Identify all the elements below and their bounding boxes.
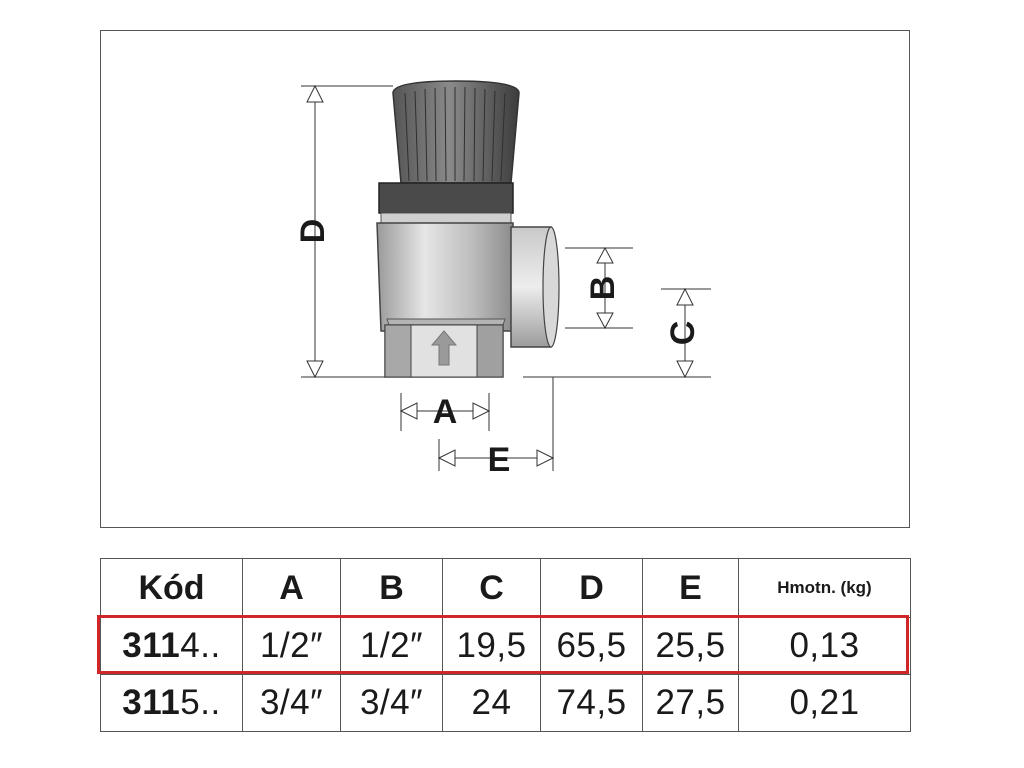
cell-weight: 0,21 xyxy=(738,674,911,732)
hex-nut xyxy=(384,324,504,378)
table-row: 3114.. 1/2″ 1/2″ 19,5 65,5 25,5 0,13 xyxy=(100,617,911,675)
cell-a: 1/2″ xyxy=(242,617,341,675)
table-header-row: Kód A B C D E Hmotn. (kg) xyxy=(100,558,911,618)
header-e: E xyxy=(642,558,739,618)
dimension-label-c: C xyxy=(664,321,702,346)
dimension-label-b: B xyxy=(584,276,622,301)
header-d: D xyxy=(540,558,643,618)
cell-e: 27,5 xyxy=(642,674,739,732)
valve-cap xyxy=(378,80,520,224)
dimension-label-e: E xyxy=(488,441,511,479)
header-weight: Hmotn. (kg) xyxy=(738,558,911,618)
code-prefix: 311 xyxy=(122,626,181,665)
cell-d: 74,5 xyxy=(540,674,643,732)
dimension-label-a: A xyxy=(433,393,458,431)
header-a: A xyxy=(242,558,341,618)
code-suffix: 5.. xyxy=(180,683,221,722)
cell-weight: 0,13 xyxy=(738,617,911,675)
cell-e: 25,5 xyxy=(642,617,739,675)
header-code: Kód xyxy=(100,558,243,618)
dimension-lines xyxy=(301,84,711,471)
cell-d: 65,5 xyxy=(540,617,643,675)
code-suffix: 4.. xyxy=(180,626,221,665)
cell-b: 1/2″ xyxy=(340,617,443,675)
technical-drawing: D B C A E xyxy=(100,30,910,528)
flow-arrow-icon xyxy=(430,330,458,366)
table-row: 3115.. 3/4″ 3/4″ 24 74,5 27,5 0,21 xyxy=(100,674,911,732)
header-b: B xyxy=(340,558,443,618)
header-c: C xyxy=(442,558,541,618)
cell-code: 3115.. xyxy=(100,674,243,732)
cell-c: 24 xyxy=(442,674,541,732)
cell-code: 3114.. xyxy=(100,617,243,675)
valve-drawing: D B C A E xyxy=(294,80,711,479)
dimension-label-d: D xyxy=(294,219,332,244)
cell-b: 3/4″ xyxy=(340,674,443,732)
dimension-table: Kód A B C D E Hmotn. (kg) 3114.. 1/2″ 1/… xyxy=(100,558,911,732)
cell-c: 19,5 xyxy=(442,617,541,675)
cell-a: 3/4″ xyxy=(242,674,341,732)
code-prefix: 311 xyxy=(122,683,181,722)
